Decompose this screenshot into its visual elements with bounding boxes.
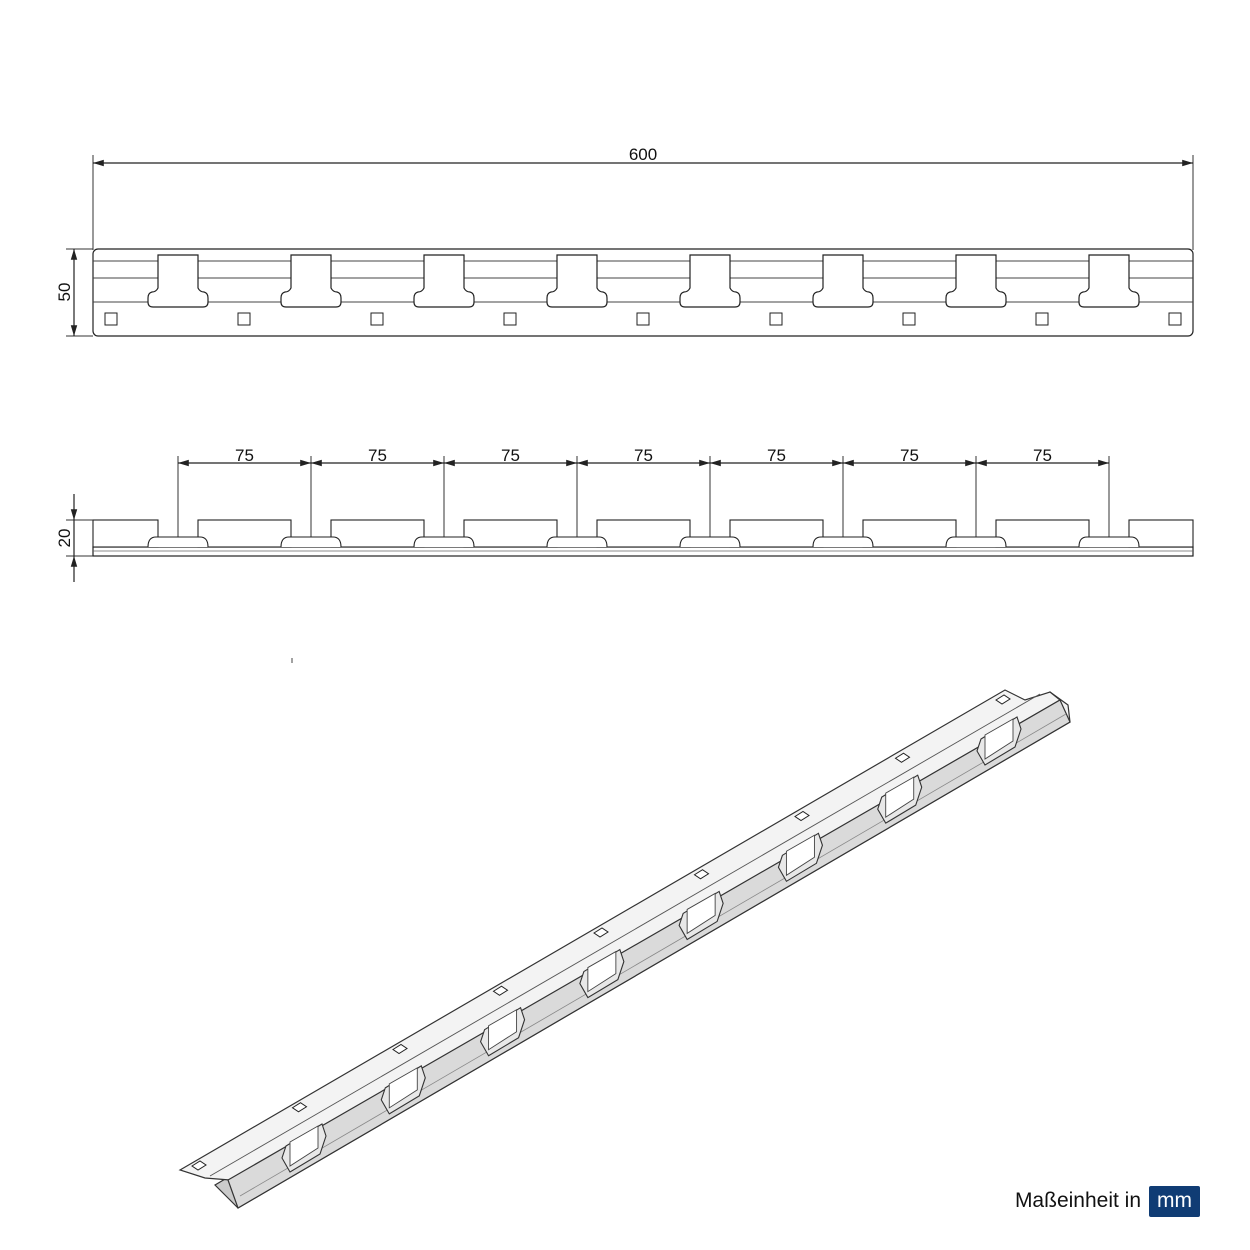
top-square-hole: [237, 312, 251, 326]
top-square-hole: [902, 312, 916, 326]
spacing-label: 75: [368, 446, 387, 465]
top-slot: [812, 254, 874, 308]
side-view: 75 75 75 75 75 75 75 20: [55, 446, 1194, 582]
side-slot-notch: [812, 536, 874, 548]
side-height-dimension: 20: [55, 494, 93, 582]
unit-badge: mm: [1149, 1185, 1200, 1217]
side-raised-segment: [729, 519, 824, 548]
top-slots: [147, 254, 1140, 308]
top-square-hole: [636, 312, 650, 326]
iso-slot-opening: [785, 834, 815, 877]
side-raised-segment: [596, 519, 691, 548]
top-square-hole: [1168, 312, 1182, 326]
iso-slot-opening: [488, 1008, 518, 1051]
top-slot: [1078, 254, 1140, 308]
unit-note: Maßeinheit in mm: [1015, 1185, 1200, 1217]
side-slot-notch: [546, 536, 608, 548]
side-slot-notch: [147, 536, 209, 548]
top-slot: [413, 254, 475, 308]
top-slot: [280, 254, 342, 308]
top-square-holes: [104, 312, 1182, 326]
iso-square-hole: [593, 927, 609, 938]
side-slot-notch: [280, 536, 342, 548]
iso-square-hole: [995, 694, 1011, 705]
spacing-label: 75: [501, 446, 520, 465]
spacing-label: 75: [235, 446, 254, 465]
iso-slot-opening: [686, 892, 716, 935]
iso-square-hole: [392, 1043, 408, 1055]
spacing-label: 75: [1033, 446, 1052, 465]
side-slot-notch: [413, 536, 475, 548]
side-slot-notch: [679, 536, 741, 548]
top-slot: [147, 254, 209, 308]
iso-square-hole: [291, 1102, 308, 1113]
side-raised-segment: [995, 519, 1090, 548]
side-raised-segment: [330, 519, 425, 548]
iso-slots: [281, 716, 1022, 1173]
top-square-hole: [769, 312, 783, 326]
side-slot-notch: [1078, 536, 1140, 548]
top-square-hole: [104, 312, 118, 326]
side-raised-segment: [197, 519, 292, 548]
top-square-hole: [370, 312, 384, 326]
side-height-label: 20: [55, 529, 74, 548]
spacing-label: 75: [767, 446, 786, 465]
height-label: 50: [55, 283, 74, 302]
iso-square-hole: [794, 810, 810, 822]
iso-square-hole: [191, 1160, 207, 1171]
length-dimension: 600: [92, 145, 1194, 250]
iso-slot-opening: [388, 1067, 418, 1109]
iso-square-hole: [492, 985, 509, 996]
iso-slot-opening: [587, 950, 617, 993]
top-view: 600 50: [55, 145, 1194, 337]
top-square-hole: [1035, 312, 1049, 326]
iso-slot-opening: [984, 718, 1014, 760]
iso-slot-opening: [289, 1125, 319, 1167]
rail-top-plate: [178, 689, 1062, 1181]
unit-label: Maßeinheit in: [1014, 1189, 1141, 1212]
rail-front-face: [227, 699, 1071, 1209]
top-square-hole: [503, 312, 517, 326]
side-raised-segment: [1128, 519, 1194, 548]
side-profile: [92, 519, 1194, 557]
rail-plate-outline: [92, 248, 1194, 337]
iso-slot-opening: [885, 776, 915, 818]
top-slot: [945, 254, 1007, 308]
side-raised-segment: [92, 519, 159, 548]
spacing-label: 75: [634, 446, 653, 465]
top-slot: [546, 254, 608, 308]
spacing-label: 75: [900, 446, 919, 465]
length-label: 600: [629, 145, 657, 164]
side-raised-segment: [862, 519, 957, 548]
side-slot-notch: [945, 536, 1007, 548]
spacing-dimensions: 75 75 75 75 75 75 75: [177, 446, 1110, 537]
iso-square-hole: [894, 752, 911, 763]
top-slot: [679, 254, 741, 308]
isometric-view: [178, 689, 1071, 1209]
iso-square-hole: [693, 869, 710, 880]
height-dimension: 50: [55, 248, 93, 337]
iso-square-holes: [191, 694, 1011, 1171]
side-raised-segment: [463, 519, 558, 548]
